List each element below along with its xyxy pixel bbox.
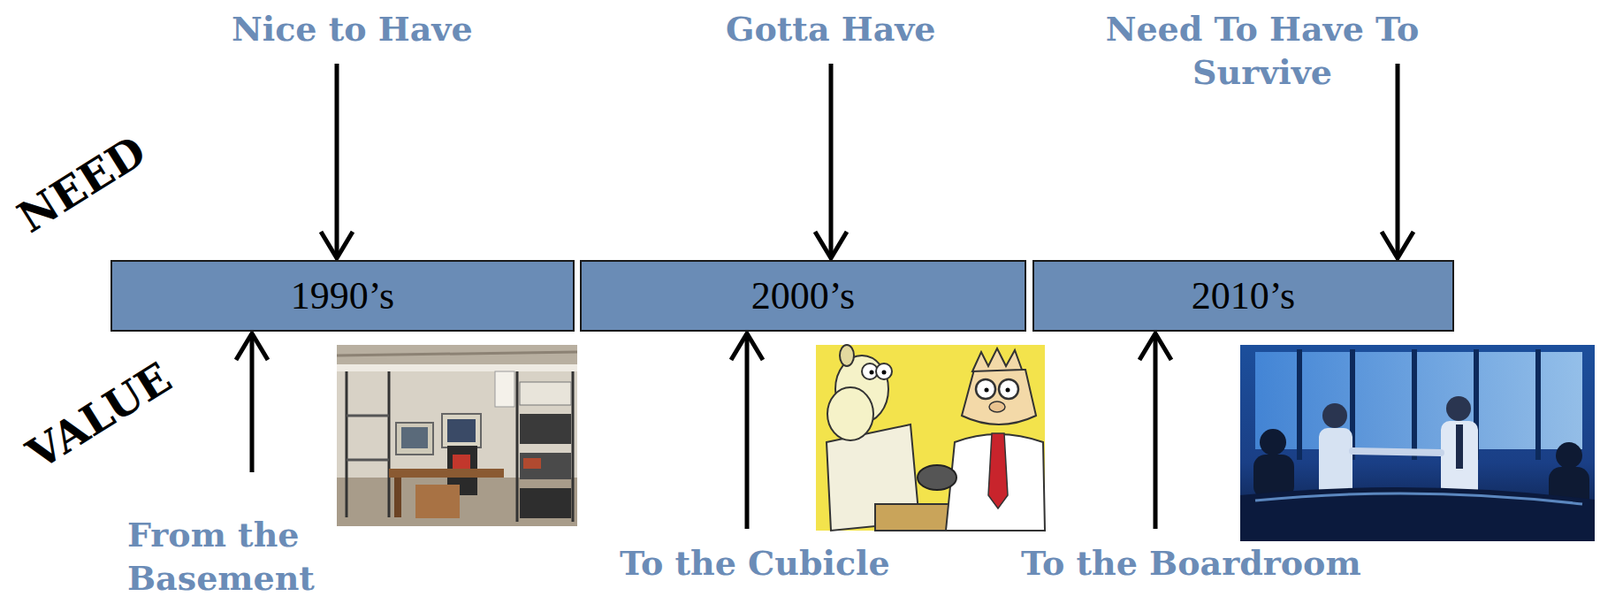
- decade-label: 2010’s: [1191, 273, 1296, 319]
- decade-label: 1990’s: [290, 273, 395, 319]
- boardroom-photo: [1240, 344, 1595, 541]
- decade-label: 2000’s: [751, 273, 855, 319]
- basement-photo: [336, 344, 578, 526]
- decade-band: 2010’s: [1032, 259, 1455, 332]
- decade-band: 1990’s: [110, 259, 575, 332]
- decade-band: 2000’s: [579, 259, 1027, 332]
- axis-label: VALUE: [16, 350, 182, 481]
- axis-label: NEED: [7, 123, 157, 245]
- value-label: To the Cubicle: [619, 540, 891, 585]
- need-label: Nice to Have: [231, 7, 473, 51]
- need-arrows: [320, 63, 1414, 259]
- need-label: Gotta Have: [725, 7, 937, 51]
- need-label: Need To Have To Survive: [1072, 7, 1453, 95]
- value-label: From the Basement: [127, 512, 359, 601]
- value-label: To the Boardroom: [1020, 540, 1362, 585]
- cubicle-cartoon: [815, 344, 1045, 531]
